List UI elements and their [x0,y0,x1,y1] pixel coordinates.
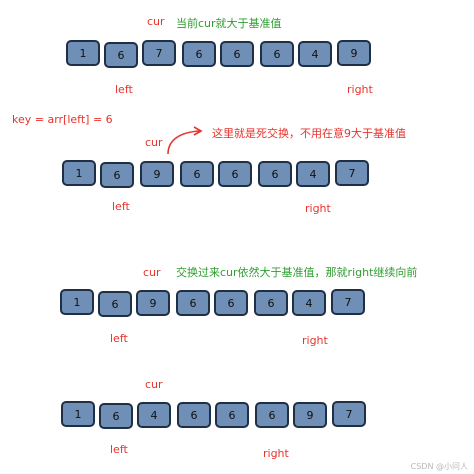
array-row-step4: 1 6 4 6 6 6 9 7 [61,401,371,431]
note-step3: 交换过来cur依然大于基准值，那就right继续向前 [176,266,418,279]
right-label-step4: right [263,447,289,460]
cur-label-step2: cur [145,136,163,149]
array-cell: 6 [99,403,133,429]
note-step1: 当前cur就大于基准值 [176,17,282,30]
array-cell: 7 [332,401,366,427]
array-cell: 6 [182,41,216,67]
array-cell: 9 [293,402,327,428]
key-label: key = arr[left] = 6 [12,113,113,126]
left-label-step3: left [110,332,128,345]
array-cell: 4 [137,402,171,428]
right-label-step1: right [347,83,373,96]
array-cell: 6 [214,290,248,316]
array-cell: 6 [180,161,214,187]
right-label-step2: right [305,202,331,215]
array-cell: 6 [255,402,289,428]
array-cell: 7 [331,289,365,315]
note-step2: 这里就是死交换，不用在意9大于基准值 [212,127,406,140]
left-label-step4: left [110,443,128,456]
array-cell: 6 [215,402,249,428]
array-cell: 6 [258,161,292,187]
cur-label-step3: cur [143,266,161,279]
array-cell: 1 [61,401,95,427]
right-label-step3: right [302,334,328,347]
array-cell: 4 [298,41,332,67]
left-label-step2: left [112,200,130,213]
array-cell: 6 [260,41,294,67]
array-cell: 4 [296,161,330,187]
array-cell: 6 [98,291,132,317]
array-cell: 9 [136,290,170,316]
array-cell: 6 [254,290,288,316]
array-cell: 7 [335,160,369,186]
array-cell: 9 [140,161,174,187]
array-cell: 1 [62,160,96,186]
array-cell: 6 [220,41,254,67]
array-row-step2: 1 6 9 6 6 6 4 7 [62,160,372,190]
array-row-step1: 1 6 7 6 6 6 4 9 [66,40,376,70]
cur-label-step1: cur [147,15,165,28]
array-row-step3: 1 6 9 6 6 6 4 7 [60,289,370,319]
array-cell: 4 [292,290,326,316]
left-label-step1: left [115,83,133,96]
array-cell: 6 [104,42,138,68]
array-cell: 1 [60,289,94,315]
curved-arrow-icon [167,126,203,155]
array-cell: 6 [177,402,211,428]
array-cell: 9 [337,40,371,66]
array-cell: 6 [100,162,134,188]
array-cell: 6 [176,290,210,316]
watermark: CSDN @小问人 [410,462,468,471]
array-cell: 6 [218,161,252,187]
array-cell: 7 [142,40,176,66]
array-cell: 1 [66,40,100,66]
cur-label-step4: cur [145,378,163,391]
